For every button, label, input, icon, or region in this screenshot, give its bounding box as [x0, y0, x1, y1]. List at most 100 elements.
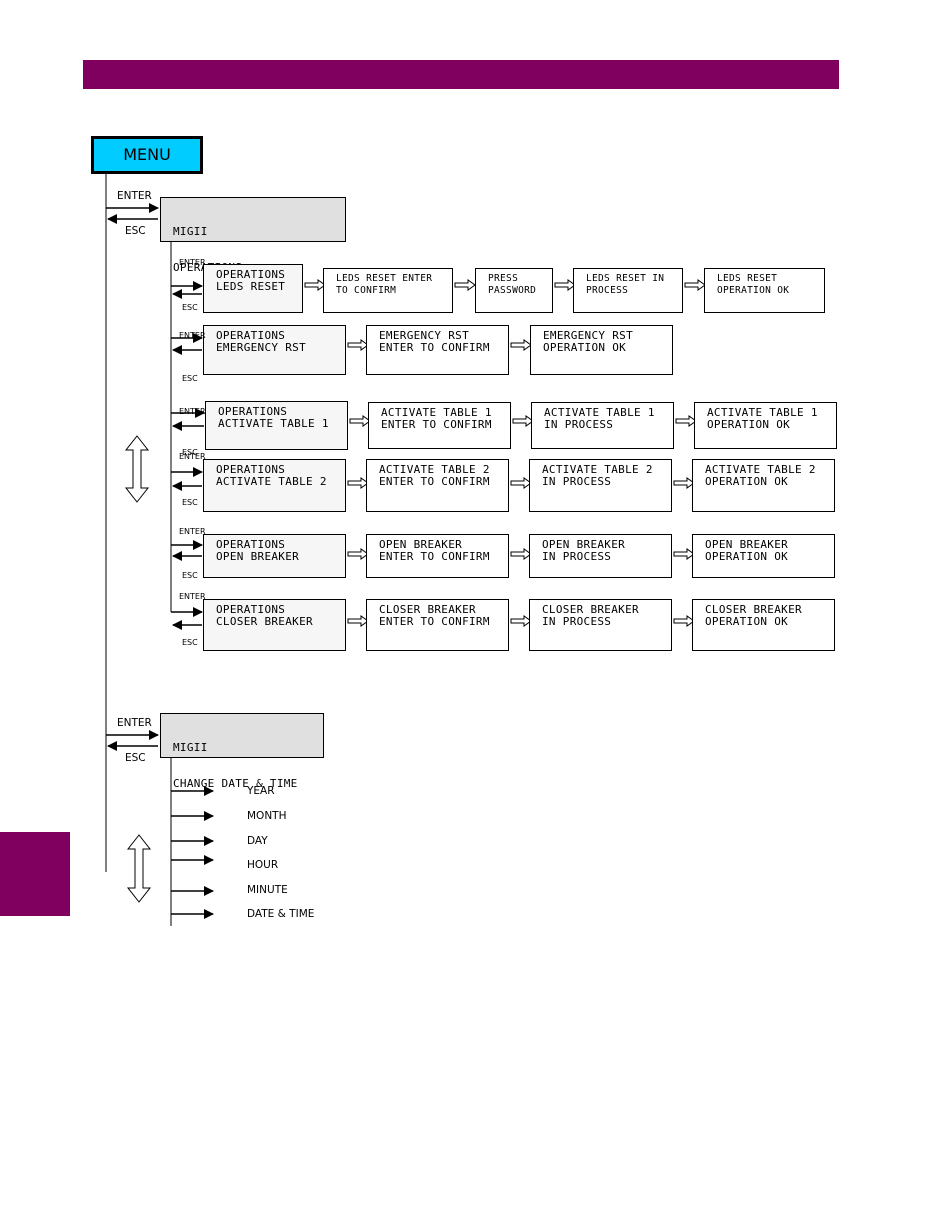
enter-label: ENTER: [179, 527, 206, 536]
step-line: CLOSER BREAKER: [542, 603, 639, 616]
date-time-item[interactable]: YEAR: [247, 785, 275, 797]
step-line: OPEN BREAKER: [379, 538, 463, 551]
title-line: OPEN BREAKER: [216, 550, 300, 563]
title-line: EMERGENCY RST: [216, 341, 306, 354]
header-line: CHANGE DATE & TIME: [173, 777, 298, 790]
title-line: ACTIVATE TABLE 1: [218, 417, 329, 430]
step-line: IN PROCESS: [544, 418, 614, 431]
date-time-header[interactable]: MIGII CHANGE DATE & TIME: [160, 713, 324, 790]
step-line: OPERATION OK: [543, 341, 627, 354]
chapter-tab: [0, 832, 70, 916]
step-line: OPERATION OK: [707, 418, 791, 431]
esc-label: ESC: [125, 225, 146, 237]
next-step-arrow: [512, 415, 534, 427]
step-line: PROCESS: [586, 285, 629, 296]
title-line: LEDS RESET: [216, 280, 286, 293]
enter-label: ENTER: [179, 258, 206, 267]
title-line: OPERATIONS: [216, 603, 286, 616]
next-step-arrow: [304, 279, 326, 291]
scroll-updown-icon: [124, 435, 150, 503]
step-line: LEDS RESET: [717, 273, 778, 284]
header-line: MIGII: [173, 741, 208, 754]
step-line: OPEN BREAKER: [705, 538, 789, 551]
date-time-item[interactable]: DATE & TIME: [247, 908, 315, 920]
next-step-arrow: [510, 339, 532, 351]
step-line: ENTER TO CONFIRM: [379, 341, 490, 354]
esc-label: ESC: [125, 752, 146, 764]
scroll-updown-icon: [126, 834, 152, 903]
esc-label: ESC: [182, 303, 198, 312]
step-line: LEDS RESET IN: [586, 273, 665, 284]
step-line: OPERATION OK: [705, 615, 789, 628]
title-line: OPERATIONS: [216, 463, 286, 476]
step-line: ENTER TO CONFIRM: [379, 550, 490, 563]
next-step-arrow: [349, 415, 371, 427]
next-step-arrow: [684, 279, 706, 291]
next-step-arrow: [673, 548, 695, 560]
next-step-arrow: [454, 279, 476, 291]
title-line: ACTIVATE TABLE 2: [216, 475, 327, 488]
step-line: TO CONFIRM: [336, 285, 397, 296]
title-line: CLOSER BREAKER: [216, 615, 313, 628]
next-step-arrow: [347, 339, 369, 351]
esc-label: ESC: [182, 498, 198, 507]
title-line: OPERATIONS: [216, 329, 286, 342]
step-line: ACTIVATE TABLE 1: [707, 406, 818, 419]
step-line: ENTER TO CONFIRM: [379, 475, 490, 488]
step-line: ACTIVATE TABLE 1: [381, 406, 492, 419]
step-line: ENTER TO CONFIRM: [381, 418, 492, 431]
step-line: IN PROCESS: [542, 475, 612, 488]
next-step-arrow: [673, 477, 695, 489]
esc-label: ESC: [182, 571, 198, 580]
esc-label: ESC: [182, 638, 198, 647]
date-time-item[interactable]: MONTH: [247, 810, 287, 822]
esc-label: ESC: [182, 448, 198, 457]
step-line: ACTIVATE TABLE 1: [544, 406, 655, 419]
date-time-item[interactable]: HOUR: [247, 859, 279, 871]
operations-header[interactable]: MIGII OPERATIONS: [160, 197, 346, 274]
enter-label: ENTER: [179, 331, 206, 340]
date-time-item[interactable]: DAY: [247, 835, 268, 847]
menu-button[interactable]: MENU: [91, 136, 203, 174]
step-line: IN PROCESS: [542, 615, 612, 628]
title-line: OPERATIONS: [218, 405, 288, 418]
next-step-arrow: [673, 615, 695, 627]
step-line: ENTER TO CONFIRM: [379, 615, 490, 628]
enter-label: ENTER: [117, 717, 152, 729]
date-time-item[interactable]: MINUTE: [247, 884, 288, 896]
next-step-arrow: [347, 615, 369, 627]
enter-label: ENTER: [179, 592, 206, 601]
next-step-arrow: [510, 477, 532, 489]
header-bar: [83, 60, 839, 89]
step-line: EMERGENCY RST: [543, 329, 633, 342]
title-line: OPERATIONS: [216, 538, 286, 551]
next-step-arrow: [675, 415, 697, 427]
header-line: MIGII: [173, 225, 208, 238]
step-line: ACTIVATE TABLE 2: [542, 463, 653, 476]
next-step-arrow: [347, 477, 369, 489]
